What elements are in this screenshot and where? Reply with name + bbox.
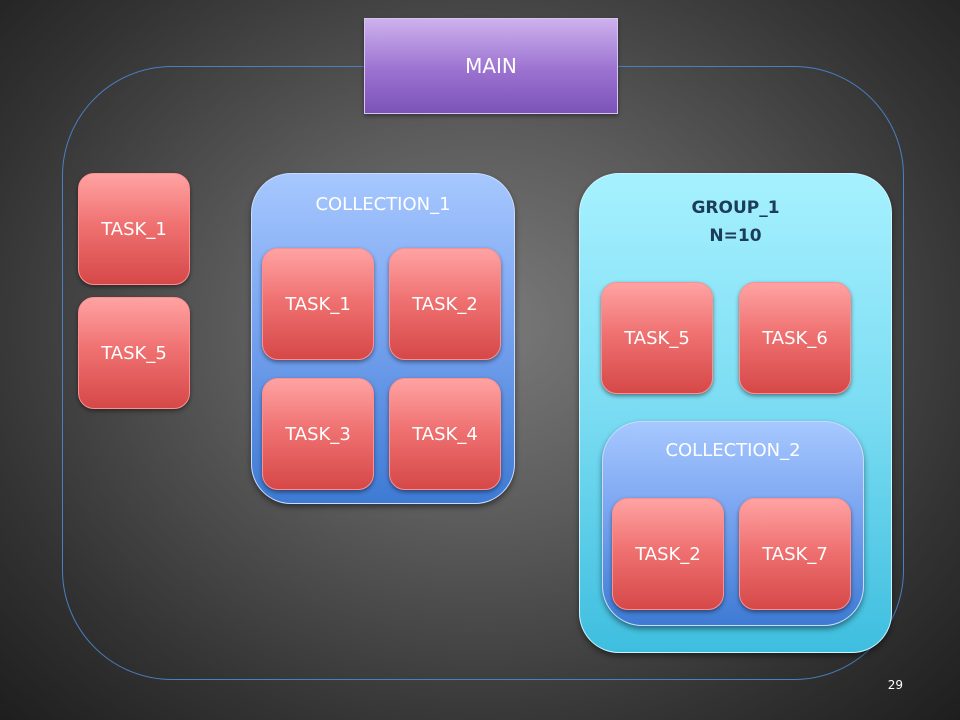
main-label: MAIN bbox=[465, 54, 517, 78]
task-label: TASK_6 bbox=[762, 327, 828, 349]
collection-1-title: COLLECTION_1 bbox=[315, 194, 451, 215]
main-node: MAIN bbox=[364, 18, 618, 114]
task-label: TASK_5 bbox=[624, 327, 690, 349]
group-1-subtitle: N=10 bbox=[709, 226, 762, 246]
task-label: TASK_1 bbox=[285, 293, 351, 315]
standalone-task-1: TASK_1 bbox=[78, 173, 190, 285]
task-label: TASK_2 bbox=[635, 543, 701, 565]
collection-2-task-2: TASK_2 bbox=[612, 498, 724, 610]
group-1-title: GROUP_1 bbox=[691, 198, 780, 218]
collection-1-task-2: TASK_2 bbox=[389, 248, 501, 360]
task-label: TASK_1 bbox=[101, 218, 167, 240]
page-number: 29 bbox=[887, 678, 903, 692]
task-label: TASK_3 bbox=[285, 423, 351, 445]
task-label: TASK_5 bbox=[101, 342, 167, 364]
task-label: TASK_4 bbox=[412, 423, 478, 445]
collection-1-task-3: TASK_3 bbox=[262, 378, 374, 490]
task-label: TASK_7 bbox=[762, 543, 828, 565]
group-1-task-5: TASK_5 bbox=[601, 282, 713, 394]
standalone-task-5: TASK_5 bbox=[78, 297, 190, 409]
collection-1-task-4: TASK_4 bbox=[389, 378, 501, 490]
collection-2-title: COLLECTION_2 bbox=[665, 440, 801, 461]
collection-1-task-1: TASK_1 bbox=[262, 248, 374, 360]
task-label: TASK_2 bbox=[412, 293, 478, 315]
group-1-task-6: TASK_6 bbox=[739, 282, 851, 394]
collection-2-task-7: TASK_7 bbox=[739, 498, 851, 610]
